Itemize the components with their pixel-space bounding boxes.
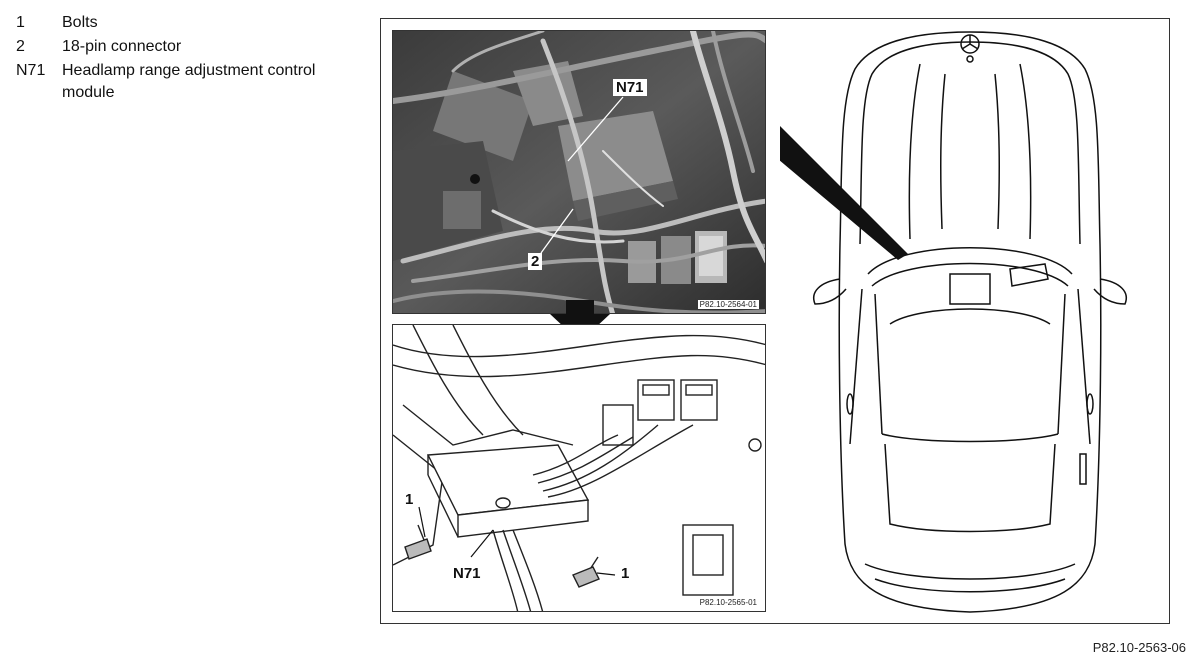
photo-reference: P82.10-2564-01 <box>697 300 759 309</box>
drawing-illustration <box>393 325 765 611</box>
car-outline-illustration <box>780 31 1127 613</box>
drawing-reference: P82.10-2565-01 <box>697 598 759 607</box>
legend-item-bolts: 1 Bolts <box>16 12 366 34</box>
legend-text: Headlamp range adjustment control module <box>62 62 316 101</box>
legend-key: N71 <box>16 62 46 79</box>
legend-item-connector: 2 18-pin connector <box>16 36 366 58</box>
photo-illustration <box>393 31 765 313</box>
legend-item-control-module: N71 Headlamp range adjustment control mo… <box>16 60 366 104</box>
callout-bolt-right: 1 <box>621 565 630 582</box>
legend-key: 2 <box>16 38 25 55</box>
arrow-down-icon <box>550 300 610 342</box>
installation-photo: N71 2 P82.10-2564-01 <box>392 30 766 314</box>
callout-n71-drawing: N71 <box>453 565 481 582</box>
callout-bolt-left: 1 <box>405 491 414 508</box>
legend: 1 Bolts 2 18-pin connector N71 Headlamp … <box>16 12 366 106</box>
callout-connector-photo: 2 <box>528 253 543 270</box>
figure-id: P82.10-2563-06 <box>1092 640 1186 655</box>
legend-key: 1 <box>16 14 25 31</box>
legend-text: 18-pin connector <box>62 38 182 55</box>
legend-text: Bolts <box>62 14 98 31</box>
callout-n71-photo: N71 <box>613 79 647 96</box>
vehicle-top-view <box>780 24 1164 620</box>
installation-drawing: 1 1 N71 P82.10-2565-01 <box>392 324 766 612</box>
